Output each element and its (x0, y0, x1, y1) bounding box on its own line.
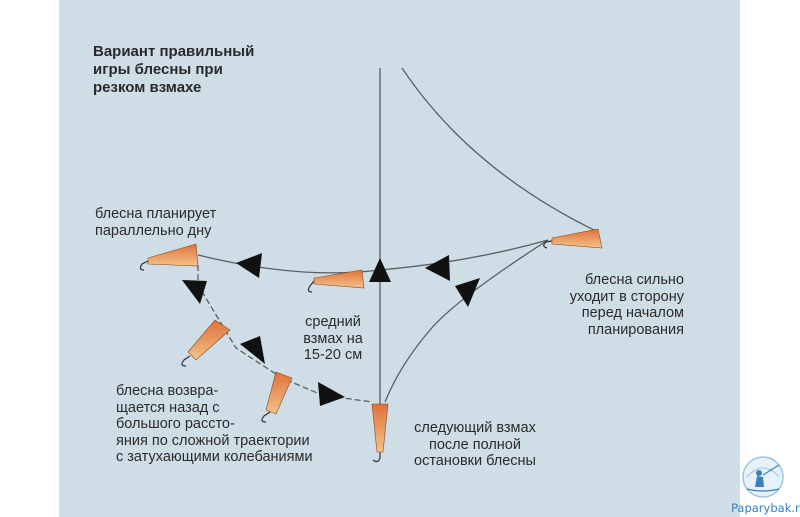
watermark-logo: Paparybak.ru (731, 455, 800, 515)
lure-diagonal-1 (181, 319, 231, 367)
label-next-swing: следующий взмах после полной остановки б… (414, 420, 536, 469)
label-middle-swing: средний взмах на 15-20 см (303, 314, 363, 363)
arrow-left-mid (425, 255, 450, 281)
arrow-up-right (455, 278, 480, 307)
lure-center-flat (307, 269, 365, 293)
label-veers-sideways: блесна сильно уходит в сторону перед нач… (569, 272, 684, 338)
arrow-down-2 (240, 336, 265, 364)
lure-right (543, 228, 603, 249)
label-planes-parallel: блесна планирует параллельно дну (95, 206, 217, 239)
path-right-down (384, 239, 549, 403)
lure-vertical (371, 403, 389, 463)
arrow-down-1 (182, 280, 207, 304)
arrow-right-bottom (318, 382, 345, 406)
diagram-title: Вариант правильный игры блесны при резко… (93, 43, 255, 96)
arrow-up-center (369, 258, 391, 282)
line-to-rod (401, 67, 599, 233)
arrow-left-top (236, 253, 262, 278)
watermark-text: Paparybak.ru (731, 501, 800, 515)
label-returns-back: блесна возвра- щается назад с большого р… (116, 383, 313, 465)
lure-diagonal-2 (261, 371, 293, 423)
fisherman-icon (742, 456, 784, 498)
lure-top-left (139, 243, 199, 271)
